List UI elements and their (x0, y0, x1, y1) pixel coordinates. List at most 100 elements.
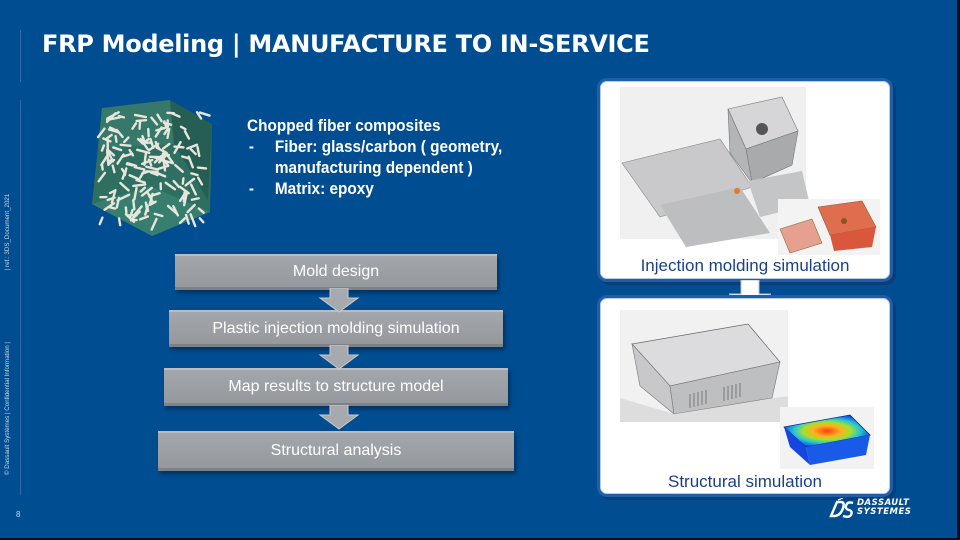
fiber-strand (189, 183, 198, 196)
fiber-strand (162, 157, 167, 172)
fiber-strand (132, 199, 136, 211)
fiber-strand (96, 127, 106, 139)
fiber-strand (145, 170, 159, 174)
fiber-strand (178, 217, 187, 225)
fiber-strand (105, 112, 117, 124)
fiber-strand (112, 146, 123, 152)
panel-caption: Structural simulation (667, 472, 822, 491)
fiber-strand (135, 148, 151, 155)
fiber-strand (133, 205, 143, 216)
fiber-strand (161, 142, 171, 150)
fiber-strand (107, 159, 114, 166)
copyright-text: © Dassault Systèmes | Confidential Infor… (4, 342, 11, 475)
enclosure-model-image (620, 310, 788, 422)
fiber-strand (184, 213, 190, 225)
fiber-strand (150, 116, 159, 126)
fiber-strand (190, 172, 199, 177)
fiber-strand (181, 155, 190, 160)
fiber-strand (133, 113, 147, 119)
fiber-strand (135, 178, 146, 184)
fiber-strand (97, 171, 107, 183)
fiber-strand (117, 114, 126, 119)
fiber-strand (100, 144, 106, 152)
fiber-strand (131, 122, 138, 130)
fiber-strand (186, 203, 196, 214)
fiber-strand (198, 111, 211, 117)
fiber-strand (172, 179, 181, 189)
composite-heading: Chopped fiber composites (247, 117, 441, 135)
fiber-strand (111, 164, 116, 174)
fiber-strand (133, 165, 146, 171)
down-arrow-icon (318, 345, 360, 370)
fiber-strand (110, 188, 117, 204)
fiber-strand (149, 171, 159, 177)
fiber-strand (105, 148, 115, 163)
fiber-strand (178, 185, 190, 195)
fiber-strand (166, 127, 171, 139)
fiber-strand (105, 150, 110, 166)
fiber-strand (115, 196, 121, 209)
fiber-strand (196, 145, 201, 158)
down-arrow-icon (318, 405, 360, 430)
fiber-strand (117, 217, 122, 227)
fiber-strand (164, 181, 177, 191)
fiber-strand (189, 213, 197, 228)
fiber-strand (141, 134, 146, 143)
fiber-strand (128, 208, 134, 220)
fiber-strand (148, 191, 161, 198)
fiber-strand (147, 158, 153, 167)
fiber-strand (186, 143, 199, 150)
fiber-strand (150, 217, 158, 231)
fiber-strand (121, 171, 126, 180)
fiber-strand (136, 137, 144, 145)
fiber-strand (133, 186, 138, 201)
fiber-strand (135, 118, 148, 123)
fiber-strand (198, 217, 205, 224)
stress-contour-image (780, 407, 874, 469)
page-title: FRP Modeling | MANUFACTURE TO IN-SERVICE (42, 30, 650, 58)
fiber-strand (171, 112, 181, 118)
fiber-strand (98, 216, 104, 226)
fiber-strand (119, 181, 130, 192)
fiber-strand (197, 207, 205, 214)
workflow-step: Mold design (175, 254, 497, 290)
workflow-step: Plastic injection molding simulation (169, 310, 503, 347)
fiber-strand (190, 197, 200, 201)
fiber-strand (155, 126, 167, 132)
fiber-strand (187, 155, 195, 169)
fiber-strand (128, 174, 141, 181)
fiber-strand (178, 191, 187, 203)
fiber-strand (139, 137, 149, 151)
fiber-strand (157, 164, 170, 171)
title-accent-line (20, 30, 21, 82)
fiber-strand (105, 133, 113, 140)
fiber-strand (132, 183, 147, 188)
fiber-strand (181, 177, 185, 185)
down-arrow-icon (318, 288, 360, 313)
footer-legal: © Dassault Systèmes | Confidential Infor… (4, 194, 11, 475)
fiber-strand (140, 186, 153, 197)
fiber-strand (173, 140, 182, 155)
exploded-enclosure-image (620, 87, 810, 247)
fiber-strand (182, 191, 189, 207)
brand-logo-text: DASSAULT SYSTEMES (857, 498, 912, 517)
fiber-strand (108, 205, 117, 210)
fiber-strand (153, 212, 164, 218)
fiber-strand (162, 121, 173, 126)
fiber-strand (139, 186, 147, 193)
bullet-matrix: - Matrix: epoxy (248, 180, 374, 198)
fiber-strand (163, 150, 174, 164)
fiber-strand (172, 204, 180, 217)
fiber-strand (120, 152, 134, 158)
fiber-strand (107, 149, 116, 157)
fiber-strand (103, 202, 116, 211)
injection-molding-panel: Injection molding simulation (597, 78, 893, 282)
ref-text: | ref.: 3DS_Document_2021 (4, 193, 11, 271)
fiber-strand (156, 172, 167, 178)
composite-description: Chopped fiber composites - Fiber: glass/… (247, 116, 502, 200)
fiber-strand (189, 148, 197, 156)
fiber-strand (184, 177, 196, 187)
fiber-strand (179, 125, 187, 131)
fiber-strand (196, 166, 208, 170)
fiber-strand (114, 134, 118, 144)
